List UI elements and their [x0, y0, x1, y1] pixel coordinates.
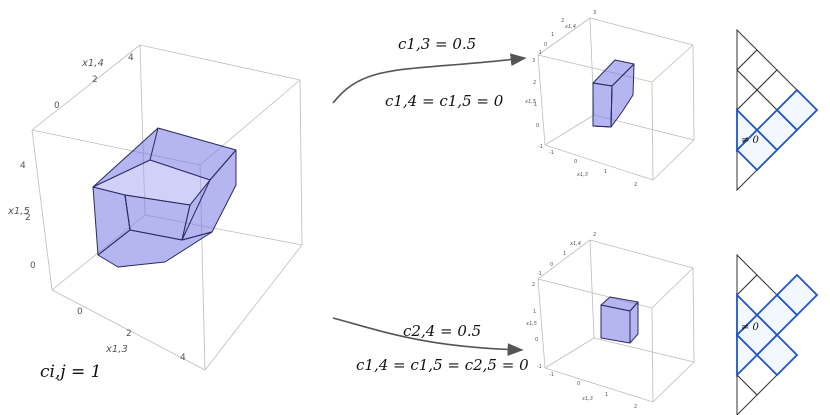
- top-small-x13-axis-label: x1,3: [576, 172, 588, 178]
- top-small-x15-tick-0: 0: [536, 123, 539, 129]
- top-small-x14-tick-3: 3: [593, 10, 596, 16]
- main-x13-tick-0: 0: [77, 307, 83, 317]
- top-triangle-grid: ≠ 0: [735, 28, 819, 192]
- bottom-small-x13-tick-2: 2: [634, 404, 637, 410]
- top-small-x14-tick-0: 0: [544, 42, 547, 48]
- bottom-triangle-nonzero-label: ≠ 0: [741, 322, 760, 333]
- main-x14-tick-0: 0: [54, 101, 60, 111]
- top-small-x15-tick-3: 3: [532, 58, 535, 64]
- main-x15-tick-2: 2: [25, 213, 31, 223]
- top-small-x15-axis-label: x1,5: [524, 99, 536, 105]
- bottom-small-cube: [600, 296, 639, 344]
- main-x13-tick-4: 4: [180, 353, 186, 363]
- bottom-small-x13-tick-m1: -1: [549, 372, 554, 378]
- top-small-x14-tick-2: 2: [561, 18, 564, 24]
- top-small-x13-tick-1: 1: [604, 169, 607, 175]
- bottom-small-x15-tick-2: 2: [532, 282, 535, 288]
- top-arrow-label-bottom: c1,4 = c1,5 = 0: [385, 92, 504, 110]
- top-small-polytope: [592, 59, 635, 128]
- bottom-small-x14-tick-2: 2: [593, 232, 596, 238]
- main-polytope: [91, 127, 237, 268]
- bottom-small-x14-tick-1: 1: [563, 251, 566, 257]
- main-x14-tick-2: 2: [92, 75, 98, 85]
- top-small-x13-tick-m1: -1: [549, 150, 554, 156]
- bottom-small-x14-tick-0: 0: [550, 262, 553, 268]
- bottom-small-x13-tick-0: 0: [577, 381, 580, 387]
- top-triangle-nonzero-label: ≠ 0: [741, 135, 760, 146]
- top-small-x13-tick-2: 2: [634, 182, 637, 188]
- top-small-x15-tick-1: 1: [534, 102, 537, 108]
- main-x14-axis-label: x1,4: [81, 58, 104, 69]
- bottom-small-x15-tick-1: 1: [533, 309, 536, 315]
- main-x14-tick-4: 4: [128, 53, 134, 63]
- bottom-arrow-label-top: c2,4 = 0.5: [403, 322, 481, 340]
- main-x15-tick-4: 4: [20, 161, 26, 171]
- main-x13-tick-2: 2: [126, 329, 132, 339]
- bottom-arrow-label-bottom: c1,4 = c1,5 = c2,5 = 0: [356, 356, 529, 374]
- bottom-small-x15-axis-label: x1,5: [525, 321, 537, 327]
- top-small-x15-tick-m1: -1: [538, 144, 543, 150]
- bottom-small-x15-tick-0: 0: [535, 337, 538, 343]
- main-x13-axis-label: x1,3: [105, 344, 128, 355]
- main-caption: ci,j = 1: [40, 362, 102, 382]
- top-small-x15-tick-2: 2: [533, 80, 536, 86]
- top-small-x14-tick-m1: -1: [537, 50, 542, 56]
- bottom-small-x13-tick-1: 1: [605, 392, 608, 398]
- bottom-triangle-grid: ≠ 0: [735, 253, 819, 415]
- main-3d-plot: 4 2 0 x1,4 4 2 0 x1,5 0 2 4 x1,3 ci,j = …: [7, 44, 303, 382]
- top-small-x14-tick-1: 1: [551, 32, 554, 38]
- bottom-small-x14-axis-label: x1,4: [569, 241, 581, 247]
- bottom-small-x14-tick-m1: -1: [537, 271, 542, 277]
- top-arrow-label-top: c1,3 = 0.5: [398, 35, 476, 53]
- top-small-x13-tick-0: 0: [574, 159, 577, 165]
- bottom-small-x15-tick-m1: -1: [537, 364, 542, 370]
- top-small-bounding-box: [537, 17, 695, 181]
- main-x15-axis-label: x1,5: [7, 206, 30, 217]
- bottom-arrow: c2,4 = 0.5 c1,4 = c1,5 = c2,5 = 0: [332, 317, 529, 374]
- main-x15-tick-0: 0: [30, 261, 36, 271]
- top-small-x14-axis-label: x1,4: [564, 24, 576, 30]
- top-small-3d-plot: 2 3 1 0 -1 x1,4 3 2 1 0 -1 x1,5 -1 0 1 2…: [524, 10, 695, 188]
- bottom-small-x13-axis-label: x1,3: [581, 396, 593, 402]
- top-arrow: c1,3 = 0.5 c1,4 = c1,5 = 0: [332, 35, 527, 110]
- bottom-small-3d-plot: 2 1 0 -1 x1,4 2 1 0 -1 x1,5 -1 0 1 2 x1,…: [525, 232, 695, 410]
